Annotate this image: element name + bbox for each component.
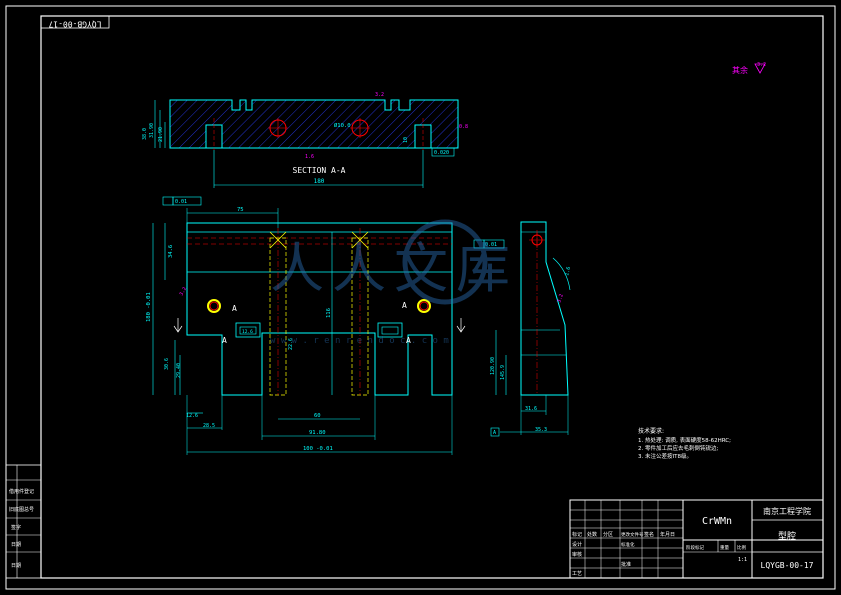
watermark-logo-icon [402,219,488,305]
front-dim-30: 30.6 [164,358,170,370]
tb-approve: 批准 [621,561,631,568]
front-dim-100: 100 -0.01 [303,446,333,452]
notes-line-1: 1. 热处理: 调质, 表面硬度58-62HRC; [638,436,731,444]
tb-count: 处数 [587,531,597,538]
tb-school: 南京工程学院 [763,506,811,516]
section-dim-38: 38.0 [142,128,148,140]
tb-change: 更改文件号 [621,531,644,538]
side-roughness: 3.2 [556,293,565,304]
tb-design: 设计 [572,541,582,548]
section-mark-a-1: A [232,304,237,313]
section-roughness-bottom: 1.6 [305,154,314,160]
title-block [569,499,824,579]
tb-weight: 重量 [720,544,729,551]
notes-line-2: 2. 零件加工后应去毛刺倒钝锐边; [638,444,718,452]
side-dim-35: 35.3 [535,427,547,433]
front-view: 12.6 A A A A 75 0.01 180 -0.01 34.6 30.6… [146,196,466,455]
section-a-a-view: Ø10.0 38.0 31.90 21.90 10 0.020 3.2 0.8 … [142,92,468,188]
tb-part-name: 型腔 [778,530,796,542]
front-dim-28: 28.5 [203,423,215,429]
tb-review: 审核 [572,551,582,558]
strip-date-2: 日期 [11,563,21,569]
section-mark-a-4: A [406,336,411,345]
roughness-other-value: 3.2 [757,62,766,68]
section-mark-a-3: A [222,336,227,345]
tb-date: 年月日 [660,531,675,538]
section-gap-tol: 0.020 [434,150,449,156]
left-strip-text: 借用件登记 旧底图总号 签字 日期 日期 [9,488,34,569]
drawing-number-top: LQYGB-00-17 [48,20,101,29]
roughness-symbol-icon [754,63,766,74]
front-pin-hole-left [207,299,221,313]
roughness-other: 其余 3.2 [732,62,766,75]
tb-scale-label: 比例 [737,544,746,551]
strip-sign: 签字 [11,524,21,531]
technical-notes: 技术要求: 1. 热处理: 调质, 表面硬度58-62HRC; 2. 零件加工后… [638,427,731,460]
front-dim-180: 180 -0.01 [146,292,152,322]
front-dim-91: 91.80 [309,430,326,436]
side-datum: A [493,430,496,436]
outer-frame [5,5,836,590]
notes-line-3: 3. 未注公差按IT8级。 [638,452,692,460]
tb-drawing-no: LQYGB-00-17 [761,561,814,570]
section-dim-180: 180 [314,178,325,185]
front-roughness: 3.2 [179,286,189,297]
side-radius: 1.6 [564,266,572,276]
tb-process: 工艺 [572,571,582,577]
roughness-other-label: 其余 [732,65,748,75]
side-tol: 0.01 [485,242,497,248]
title-block-text: 标记 处数 分区 更改文件号 签名 年月日 设计 标准化 审核 工艺 批准 阶段… [572,506,814,577]
front-dim-60: 60 [314,413,321,419]
tb-material: CrWMn [702,516,732,527]
side-dim-31: 31.6 [525,406,537,412]
side-view: 0.01 1.6 3.2 120.90 145.9 31.6 35.3 A [473,221,572,437]
tb-sign: 签名 [644,531,654,538]
front-geo-tol: 0.01 [175,199,187,205]
front-dim-116: 116 [326,308,332,318]
section-hole-dim: Ø10.0 [334,122,351,129]
side-dim-120: 120.90 [490,357,496,375]
section-title: SECTION A-A [293,166,346,175]
front-slot-dim: 12.6 [242,329,253,335]
section-body [169,99,459,149]
side-outline [520,221,569,396]
section-mark-a-2: A [402,301,407,310]
section-dim-31: 31.90 [149,123,155,138]
strip-old: 旧底图总号 [9,506,34,513]
drawing-number-rotated: LQYGB-00-17 [40,15,110,29]
tb-scale: 1:1 [738,557,747,563]
watermark-url: w w w . r e n r e n d o c . c o m [270,336,449,346]
front-dim-29: 29.40 [176,363,182,378]
tb-standard: 标准化 [621,541,635,548]
side-dim-145: 145.9 [500,365,506,380]
watermark-text: 人人文库 [270,237,518,300]
watermark: 人人文库 w w w . r e n r e n d o c . c o m [270,219,518,346]
front-pin-hole-right [417,299,431,313]
strip-date-1: 日期 [11,542,21,548]
notes-title: 技术要求: [638,427,664,435]
tb-stage: 阶段标记 [686,544,704,551]
front-dim-34: 34.6 [168,245,174,258]
section-roughness-right: 0.8 [459,124,468,130]
front-dim-12: 12.6 [186,413,198,419]
section-roughness-top: 3.2 [375,92,384,98]
strip-borrow: 借用件登记 [9,488,34,495]
inner-frame [40,15,824,579]
section-dim-21: 21.90 [158,127,164,142]
tb-mark: 标记 [572,531,582,538]
front-dim-75: 75 [237,207,244,213]
section-dim-10: 10 [403,137,409,143]
left-strip [5,464,42,579]
tb-zone: 分区 [603,531,613,538]
front-dim-22: 22.6 [288,338,294,350]
